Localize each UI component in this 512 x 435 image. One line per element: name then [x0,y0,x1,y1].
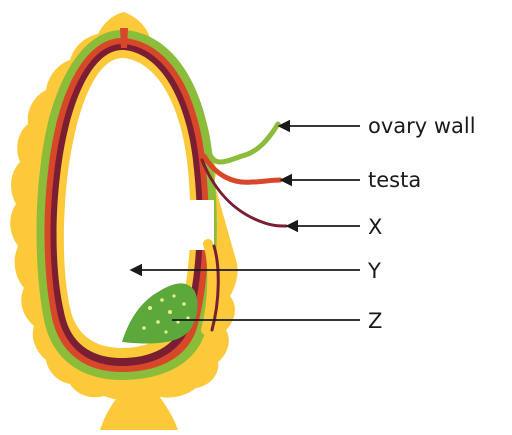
style-remnant [120,28,128,48]
label-z: Z [368,309,382,333]
label-x: X [368,215,382,239]
label-ovary-wall: ovary wall [368,114,476,138]
label-testa: testa [368,168,421,192]
label-y: Y [367,259,381,283]
ovary-wall-strand [208,124,278,162]
